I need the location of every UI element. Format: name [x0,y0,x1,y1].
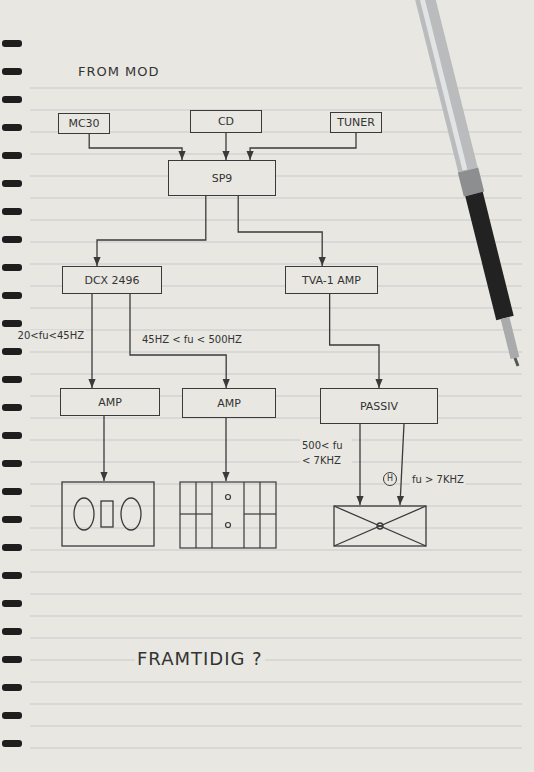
crossover-box: DCX 2496 [62,266,162,294]
speaker-wiring [104,416,404,505]
signal-connector [225,133,226,160]
handwritten-note: FRAMTIDIG ? [135,648,265,669]
tweeter-cabinet [334,506,426,546]
source-box: TUNER [330,112,382,133]
box-label: TVA-1 AMP [302,274,361,287]
midrange-array [180,482,276,548]
box-label: AMP [98,396,122,409]
source-box: MC30 [58,113,110,134]
ruled-lines [30,88,522,748]
preamp-box: SP9 [168,160,276,196]
frequency-range-label: 500< fu < 7KHZ [300,438,352,468]
box-label: SP9 [212,172,233,185]
pen [421,0,518,366]
box-label: DCX 2496 [84,274,139,287]
box-label: PASSIV [360,400,398,413]
box-label: CD [218,115,234,128]
amplifier-box: AMP [60,388,160,416]
signal-connector [238,196,322,266]
subwoofer-cabinet [62,482,154,546]
box-label: TUNER [337,116,375,129]
page-title: FROM MOD [76,64,162,79]
frequency-range-label: fu > 7KHZ [410,474,466,485]
signal-connector [89,134,182,161]
frequency-range-label: 45HZ < fu < 500HZ [140,334,244,345]
spiral-binding [2,40,22,747]
signal-connector [97,196,206,266]
amplifier-box: TVA-1 AMP [285,266,378,294]
box-label: AMP [217,397,241,410]
source-box: CD [190,110,262,133]
passive-crossover-box: PASSIV [320,388,438,424]
signal-connector [250,133,356,160]
frequency-range-label: 20<fu<45HZ [16,330,86,341]
amplifier-box: AMP [182,388,276,418]
signal-connector [330,294,379,388]
signal-connector [91,294,92,388]
circled-letter: H [383,472,397,486]
box-label: MC30 [68,117,99,130]
